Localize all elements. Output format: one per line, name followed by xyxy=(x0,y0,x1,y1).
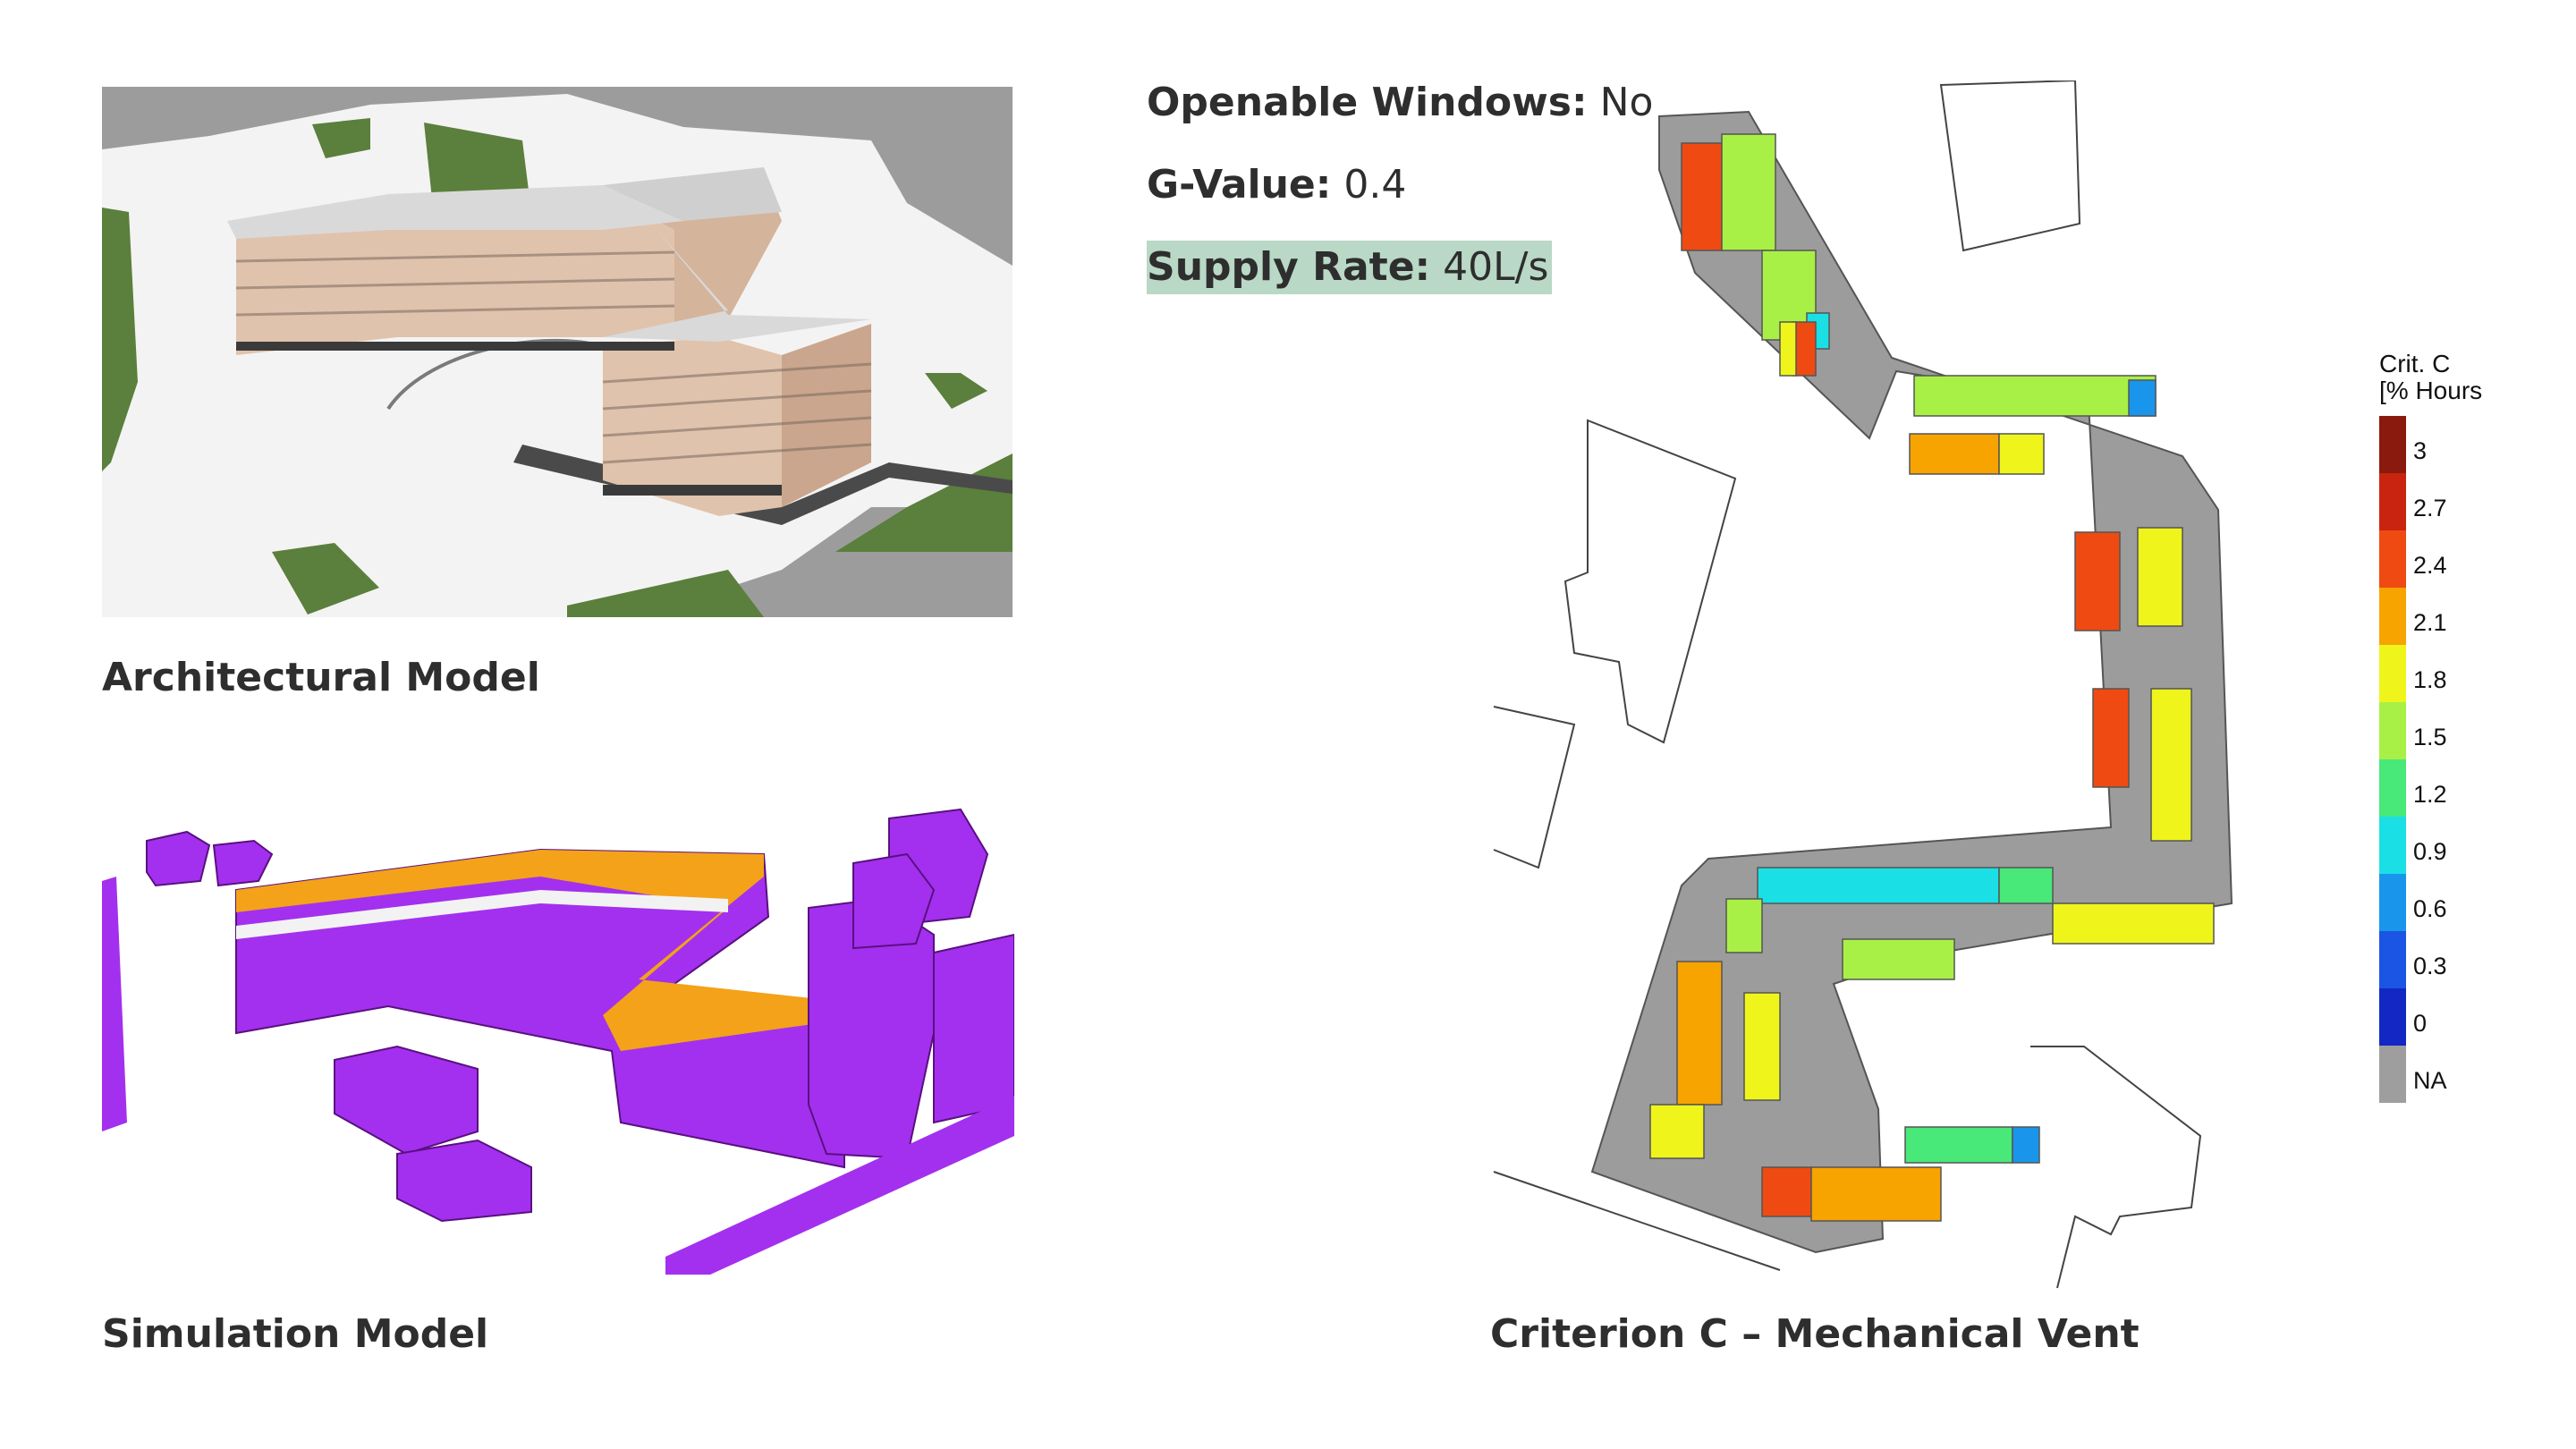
legend-swatch xyxy=(2379,931,2406,988)
context-outlines xyxy=(1493,80,2202,1289)
legend-label: 1.2 xyxy=(2413,781,2447,808)
legend-label: 0.9 xyxy=(2413,838,2447,865)
legend-title-line2: [% Hours xyxy=(2379,377,2483,404)
legend-swatch xyxy=(2379,817,2406,874)
legend: Crit. C [% Hours 3 2.7 2.4 2.1 1.8 1.5 1.2 0.9 0… xyxy=(2379,351,2576,1111)
legend-label: NA xyxy=(2413,1067,2447,1094)
legend-label: 2.7 xyxy=(2413,495,2447,521)
criterion-c-caption: Criterion C – Mechanical Vent xyxy=(1490,1311,2140,1357)
legend-label: 1.8 xyxy=(2413,666,2447,693)
architectural-model-caption: Architectural Model xyxy=(102,655,540,700)
legend-label: 0.6 xyxy=(2413,895,2447,922)
legend-label: 2.4 xyxy=(2413,552,2447,579)
legend-swatch xyxy=(2379,530,2406,588)
architectural-model-image xyxy=(102,87,1013,617)
legend-swatch xyxy=(2379,988,2406,1046)
legend-label: 2.1 xyxy=(2413,609,2447,636)
legend-swatch xyxy=(2379,874,2406,931)
legend-title-line1: Crit. C xyxy=(2379,350,2451,377)
legend-label: 1.5 xyxy=(2413,724,2447,750)
legend-swatch xyxy=(2379,416,2406,473)
legend-color-scale xyxy=(2379,416,2406,1103)
legend-swatch xyxy=(2379,645,2406,702)
legend-label: 0 xyxy=(2413,1010,2428,1037)
simulation-model-caption: Simulation Model xyxy=(102,1311,489,1357)
simulation-model-image xyxy=(102,808,1014,1275)
parameter-list: Openable Windows: No G-Value: 0.4 Supply… xyxy=(1147,76,1653,294)
param-openable-windows: Openable Windows: No xyxy=(1147,80,1654,125)
legend-label: 0.3 xyxy=(2413,953,2447,979)
param-g-value: G-Value: 0.4 xyxy=(1147,162,1407,208)
building-footprint xyxy=(1590,110,2233,1254)
legend-swatch xyxy=(2379,473,2406,530)
legend-label: 3 xyxy=(2413,437,2428,464)
criterion-c-floorplan xyxy=(1493,80,2233,1289)
legend-swatch xyxy=(2379,1046,2406,1103)
legend-swatch xyxy=(2379,759,2406,817)
legend-swatch xyxy=(2379,702,2406,759)
room-cells xyxy=(1649,133,2215,1222)
param-supply-rate: Supply Rate: 40L/s xyxy=(1147,241,1553,294)
legend-swatch xyxy=(2379,588,2406,645)
